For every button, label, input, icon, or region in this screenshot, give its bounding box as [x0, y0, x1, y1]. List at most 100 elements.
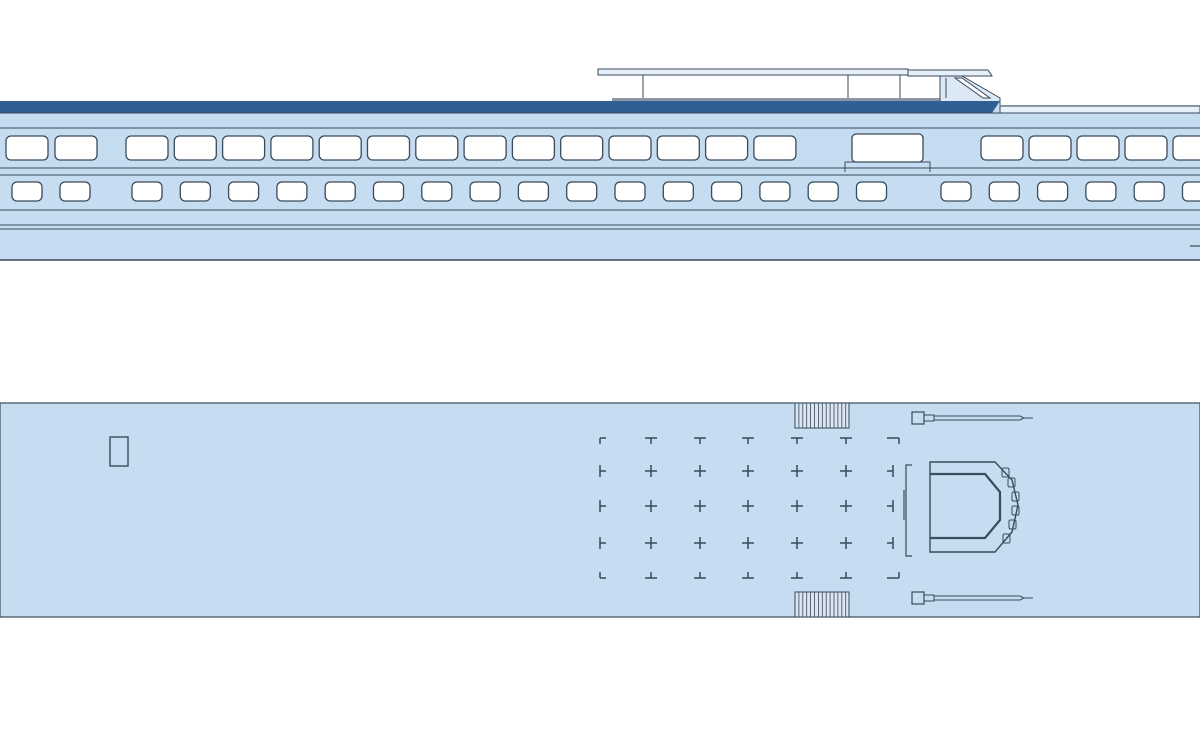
seating-marker	[694, 437, 706, 444]
seating-marker	[887, 465, 894, 477]
porthole-window	[11, 181, 43, 202]
upper-window	[54, 135, 98, 161]
porthole-window	[421, 181, 453, 202]
bow-seat	[1007, 477, 1016, 488]
bow-seat	[1008, 519, 1017, 530]
gangway-base	[911, 411, 925, 425]
salon-frame	[844, 161, 931, 172]
bow-seat	[1001, 467, 1010, 478]
porthole-window	[1133, 181, 1165, 202]
bow-seat	[1011, 491, 1020, 502]
upper-window	[125, 135, 169, 161]
upper-window	[270, 135, 314, 161]
porthole-window	[1085, 181, 1117, 202]
seating-marker	[645, 465, 657, 477]
fore-deck-rail	[999, 105, 1200, 114]
bow-partition	[903, 464, 912, 557]
porthole-window	[1181, 181, 1200, 202]
porthole-window	[855, 181, 888, 202]
sun-canopy	[597, 68, 909, 76]
gangway-hinge	[924, 414, 935, 422]
seating-marker	[840, 500, 852, 512]
seating-marker	[840, 572, 852, 579]
porthole-window	[988, 181, 1020, 202]
upper-window	[1076, 135, 1120, 161]
upper-window	[366, 135, 411, 161]
seating-marker	[791, 572, 803, 579]
upper-window	[5, 135, 49, 161]
upper-window	[1172, 135, 1200, 161]
wheelhouse-window	[953, 77, 992, 99]
upper-window	[511, 135, 556, 161]
gangway-base	[911, 591, 925, 605]
ship-side-view	[0, 68, 1200, 261]
seating-marker	[599, 572, 606, 579]
bow-seat	[1011, 505, 1020, 516]
hatch	[109, 436, 129, 467]
seating-marker	[599, 465, 606, 477]
upper-window	[980, 135, 1024, 161]
seating-marker	[742, 437, 754, 444]
seating-marker	[645, 572, 657, 579]
porthole-window	[227, 181, 260, 202]
seating-marker	[887, 537, 894, 549]
seating-marker	[599, 437, 606, 444]
seating-marker	[694, 572, 706, 579]
seating-marker	[791, 537, 803, 549]
porthole-window	[566, 181, 598, 202]
seating-marker	[742, 465, 754, 477]
seating-marker	[791, 500, 803, 512]
porthole-window	[131, 181, 163, 202]
upper-window	[173, 135, 217, 161]
seating-marker	[599, 500, 606, 512]
upper-window	[1124, 135, 1168, 161]
seating-marker	[791, 465, 803, 477]
porthole-window	[710, 181, 743, 202]
seating-marker	[791, 437, 803, 444]
porthole-window	[662, 181, 694, 202]
porthole-window	[614, 181, 646, 202]
seating-marker	[645, 500, 657, 512]
porthole-window	[807, 181, 839, 202]
seating-marker	[694, 500, 706, 512]
bow-seat	[1002, 533, 1011, 544]
seating-marker	[694, 537, 706, 549]
upper-window	[704, 135, 749, 161]
gangway-hinge	[924, 594, 935, 602]
seating-marker	[742, 500, 754, 512]
upper-window	[560, 135, 604, 161]
porthole-window	[759, 181, 791, 202]
seating-marker	[840, 537, 852, 549]
canopy-extension	[907, 69, 993, 77]
seating-marker	[840, 465, 852, 477]
seating-marker	[742, 572, 754, 579]
upper-window	[318, 135, 362, 161]
porthole-window	[179, 181, 211, 202]
seating-marker	[645, 437, 657, 444]
seating-marker	[645, 537, 657, 549]
porthole-window	[324, 181, 356, 202]
top-deck-band	[0, 101, 1000, 113]
porthole-window	[59, 181, 91, 202]
salon-window	[851, 133, 924, 163]
upper-window	[753, 135, 797, 161]
bow-lounge-seating	[930, 472, 1002, 540]
upper-window	[463, 135, 507, 161]
porthole-window	[469, 181, 501, 202]
porthole-window	[1036, 181, 1069, 202]
seating-marker	[694, 465, 706, 477]
seating-marker	[599, 537, 606, 549]
upper-window	[221, 135, 266, 161]
seating-marker	[887, 437, 900, 444]
seating-marker	[742, 537, 754, 549]
seating-marker	[887, 572, 900, 579]
gangway-ramp	[934, 595, 1033, 601]
upper-window	[415, 135, 459, 161]
porthole-window	[372, 181, 405, 202]
upper-window	[608, 135, 652, 161]
sun-deck-rail	[612, 98, 942, 102]
porthole-window	[940, 181, 972, 202]
ship-deck-plan	[0, 402, 1200, 618]
seating-marker	[840, 437, 852, 444]
